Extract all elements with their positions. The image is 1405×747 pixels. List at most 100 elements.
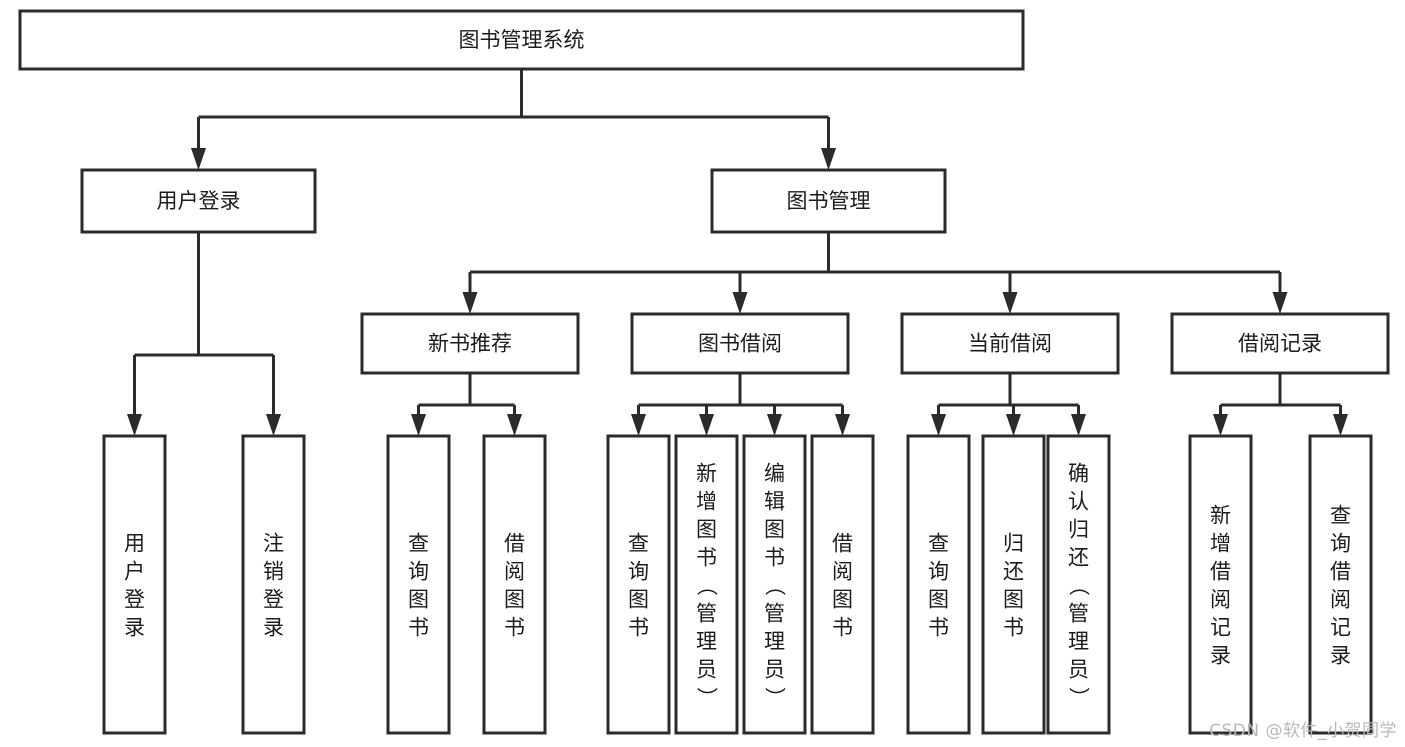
- node-label-char: 管: [764, 601, 785, 625]
- node-label-char: 增: [1210, 531, 1231, 555]
- node-label-char: 借: [1330, 559, 1351, 583]
- node-label: 图书管理: [787, 189, 871, 213]
- node-box: [630, 312, 850, 375]
- node-label-char: ）: [1067, 687, 1091, 708]
- node-label-char: 还: [1068, 545, 1089, 569]
- node-label-char: 询: [928, 559, 949, 583]
- arrow-down-icon: [821, 148, 836, 170]
- node-label-char: 阅: [504, 559, 525, 583]
- node-box: [241, 434, 306, 735]
- node-box: [386, 434, 451, 735]
- node-label-char: 登: [263, 587, 284, 611]
- node-label-char: 阅: [1330, 587, 1351, 611]
- node-label-char: 注: [263, 531, 284, 555]
- node-label-char: （: [763, 575, 787, 596]
- node-l2-0[interactable]: 用户登录: [80, 168, 317, 234]
- node-box: [900, 312, 1120, 375]
- node-label-char: 图: [1003, 587, 1024, 611]
- node-box: [80, 168, 317, 234]
- node-label-char: 图: [504, 587, 525, 611]
- node-box: [810, 434, 875, 735]
- node-label-char: （: [695, 575, 719, 596]
- node-l3-1[interactable]: 图书借阅: [630, 312, 850, 375]
- node-label: 图书管理系统: [459, 28, 585, 52]
- node-label-char: 借: [832, 531, 853, 555]
- arrow-down-icon: [1002, 292, 1018, 314]
- node-label-char: ）: [695, 687, 719, 708]
- node-label-char: 录: [124, 615, 145, 639]
- node-box: [102, 434, 167, 735]
- node-l3-0[interactable]: 新书推荐: [360, 312, 580, 375]
- node-box: [1188, 434, 1253, 735]
- node-label-char: 记: [1210, 615, 1231, 639]
- connector-layer: [127, 69, 1348, 436]
- node-label-char: 员: [764, 657, 785, 681]
- node-box: [674, 434, 739, 735]
- node-label-char: 图: [832, 587, 853, 611]
- arrow-down-icon: [699, 414, 714, 436]
- arrow-down-icon: [127, 414, 142, 436]
- node-label-char: 管: [1068, 601, 1089, 625]
- node-label-char: 还: [1003, 559, 1024, 583]
- arrow-down-icon: [767, 414, 782, 436]
- node-box: [606, 434, 671, 735]
- node-label-char: 借: [1210, 559, 1231, 583]
- node-label-char: 查: [1330, 503, 1351, 527]
- arrow-down-icon: [835, 414, 850, 436]
- node-leaf-0[interactable]: 用户登录: [102, 434, 167, 735]
- node-label-char: 理: [764, 629, 785, 653]
- node-l3-2[interactable]: 当前借阅: [900, 312, 1120, 375]
- node-label-char: 图: [408, 587, 429, 611]
- node-label-char: 归: [1068, 517, 1089, 541]
- node-label-char: 书: [832, 615, 853, 639]
- arrow-down-icon: [1333, 414, 1348, 436]
- node-label-char: 管: [696, 601, 717, 625]
- node-label-char: 录: [263, 615, 284, 639]
- node-label-char: 书: [1003, 615, 1024, 639]
- arrow-down-icon: [411, 414, 426, 436]
- node-label-char: 查: [928, 531, 949, 555]
- node-label-char: 书: [504, 615, 525, 639]
- arrow-down-icon: [1071, 414, 1086, 436]
- node-label-char: 销: [263, 559, 284, 583]
- arrow-down-icon: [266, 414, 281, 436]
- node-label-char: 阅: [832, 559, 853, 583]
- node-box: [710, 168, 947, 234]
- arrow-down-icon: [631, 414, 646, 436]
- arrow-down-icon: [1272, 292, 1288, 314]
- node-label-char: 认: [1068, 489, 1089, 513]
- node-label-char: 书: [408, 615, 429, 639]
- watermark-label: CSDN @软件_小贺同学: [1209, 721, 1397, 741]
- node-label-char: 登: [124, 587, 145, 611]
- node-label-char: 新: [1210, 503, 1231, 527]
- node-label-char: 书: [696, 545, 717, 569]
- node-label-char: 图: [696, 517, 717, 541]
- node-l2-1[interactable]: 图书管理: [710, 168, 947, 234]
- node-root-0[interactable]: 图书管理系统: [18, 9, 1025, 71]
- node-label-char: 员: [1068, 657, 1089, 681]
- node-label-char: 图: [764, 517, 785, 541]
- node-label-char: 借: [504, 531, 525, 555]
- node-box: [742, 434, 807, 735]
- node-box: [482, 434, 547, 735]
- node-label-char: 询: [1330, 531, 1351, 555]
- node-label-char: 询: [628, 559, 649, 583]
- node-box: [906, 434, 971, 735]
- node-label-char: 书: [764, 545, 785, 569]
- node-l3-3[interactable]: 借阅记录: [1170, 312, 1390, 375]
- arrow-down-icon: [931, 414, 946, 436]
- node-label-char: 书: [628, 615, 649, 639]
